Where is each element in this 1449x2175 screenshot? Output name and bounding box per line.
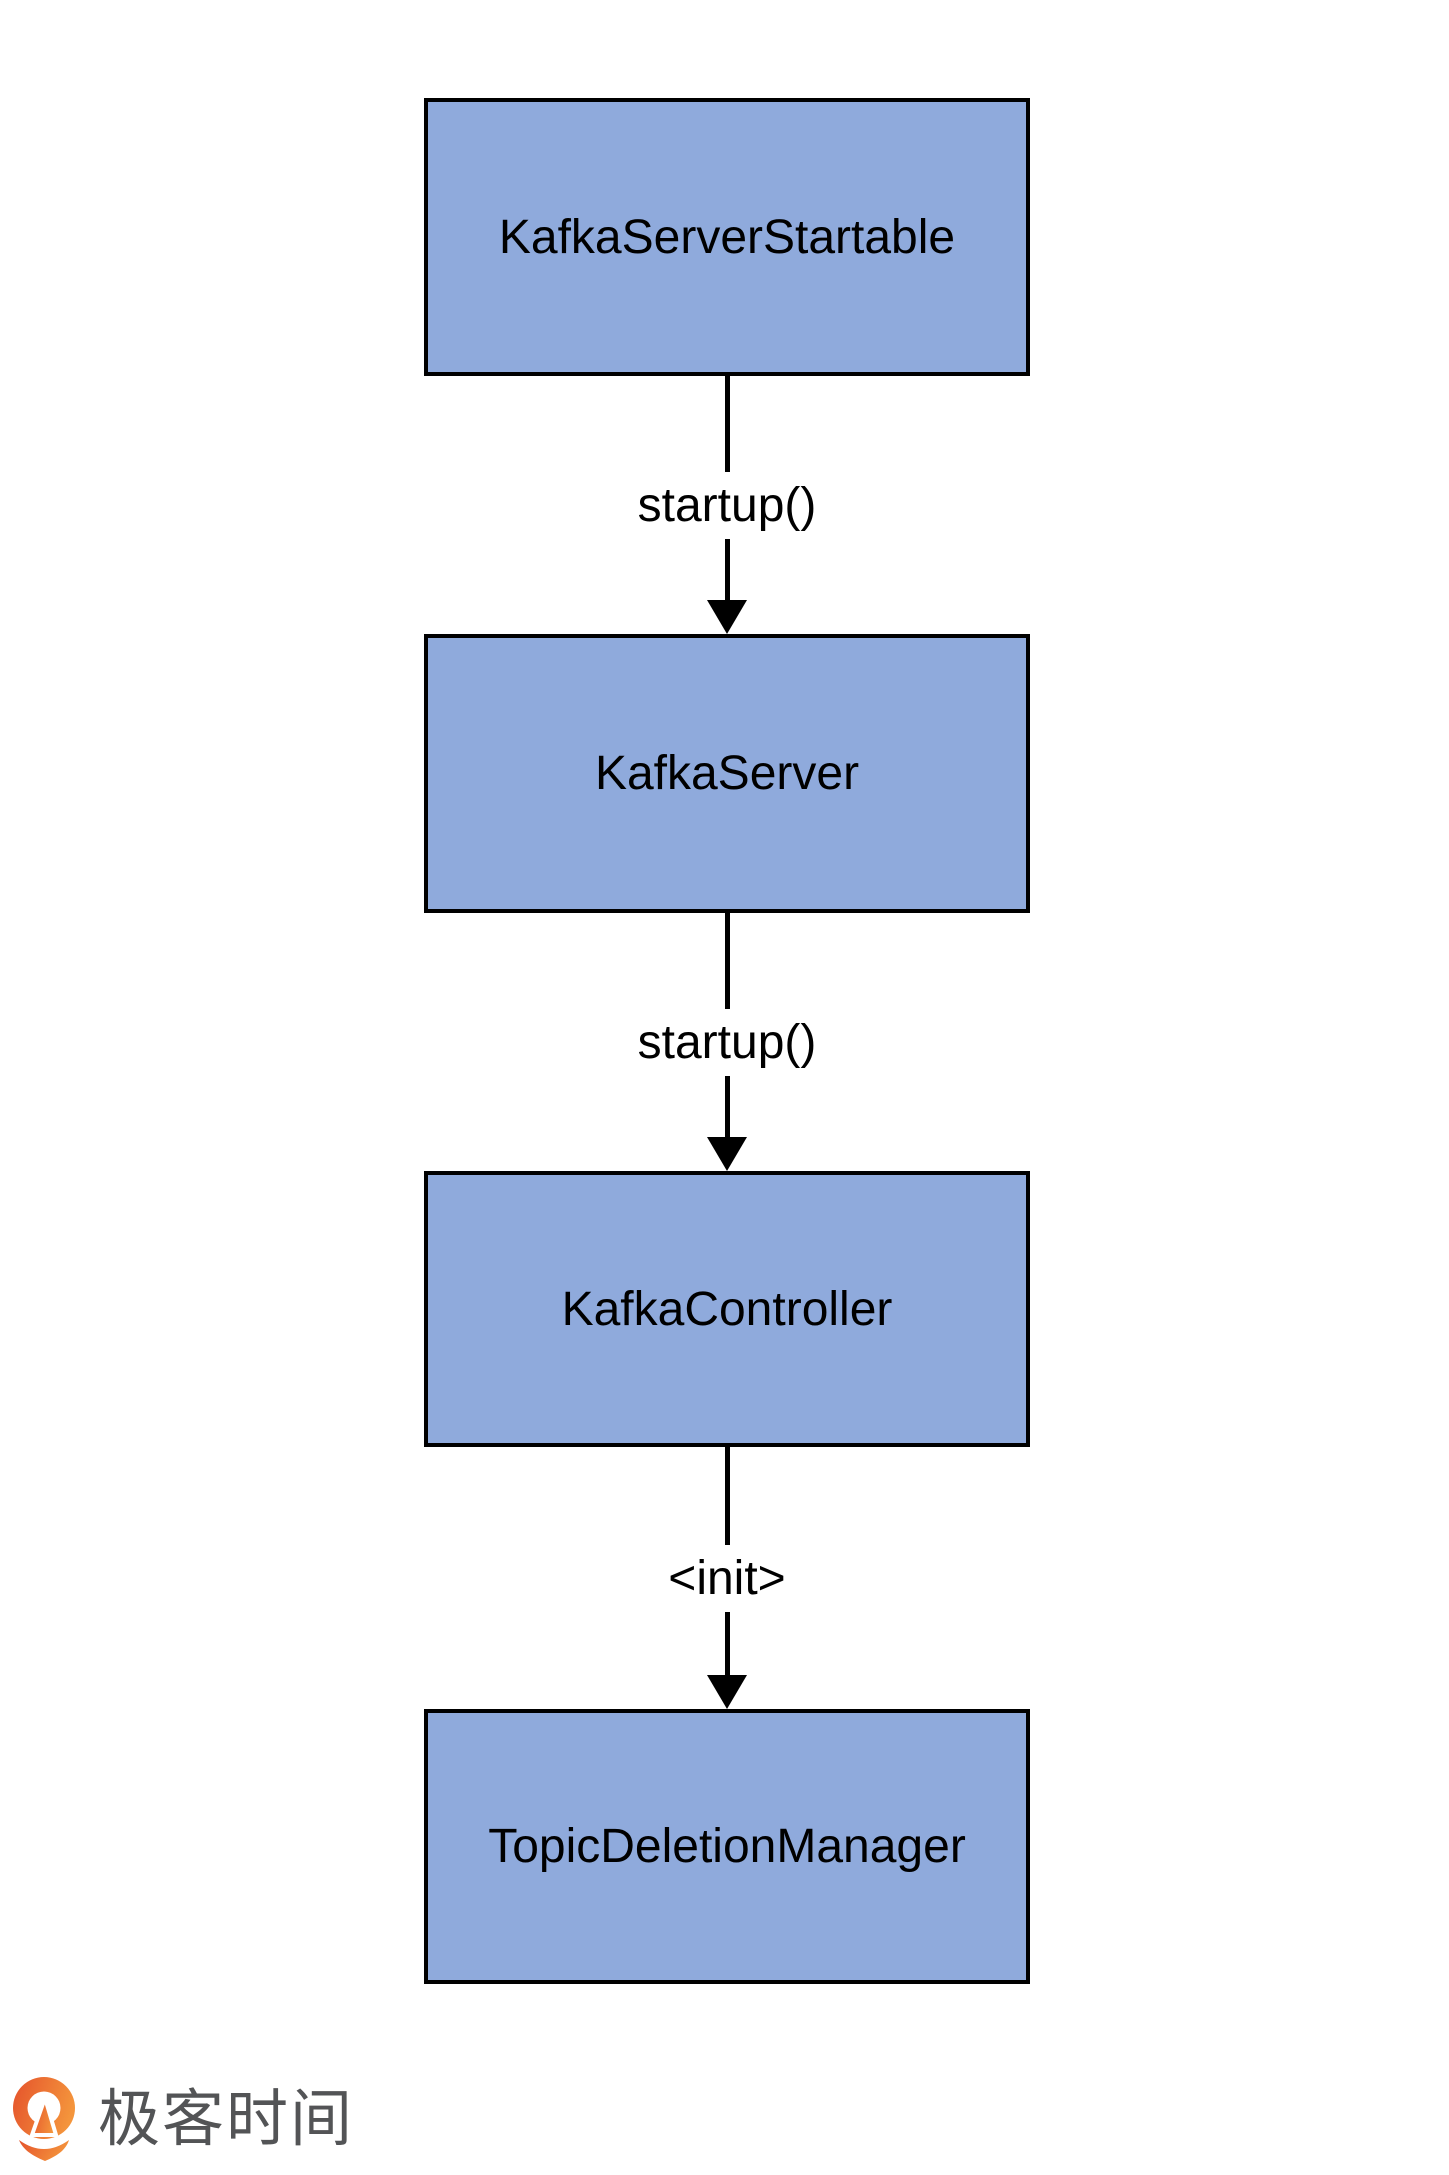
edge-line-bottom xyxy=(577,1075,877,1171)
edge-controller-to-topicdeletionmanager: <init> xyxy=(577,1447,877,1709)
edge-line xyxy=(724,1447,730,1545)
edge-line-top xyxy=(577,1447,877,1545)
edge-label: startup() xyxy=(637,1015,817,1069)
edge-label: <init> xyxy=(668,1551,786,1605)
edge-server-to-controller: startup() xyxy=(577,913,877,1171)
edge-line-top xyxy=(577,376,877,472)
edge-line-top xyxy=(577,913,877,1009)
node-topicdeletionmanager: TopicDeletionManager xyxy=(424,1709,1030,1984)
edge-line xyxy=(724,1611,730,1675)
edge-startable-to-server: startup() xyxy=(577,376,877,634)
arrowhead-down-icon xyxy=(707,1675,747,1709)
arrowhead-down-icon xyxy=(707,1137,747,1171)
node-kafkacontroller: KafkaController xyxy=(424,1171,1030,1447)
node-label: KafkaServer xyxy=(594,747,860,800)
geektime-pin-icon xyxy=(13,2077,75,2161)
node-kafkaserver: KafkaServer xyxy=(424,634,1030,913)
geektime-logo-text: 极客时间 xyxy=(98,2085,355,2154)
edge-label: startup() xyxy=(637,478,817,532)
edge-line xyxy=(724,913,730,1009)
arrowhead-down-icon xyxy=(707,600,747,634)
node-label: KafkaServerStartable xyxy=(498,210,956,264)
edge-line xyxy=(724,1075,730,1137)
geektime-logo: 极客时间 xyxy=(12,2077,354,2163)
edge-line xyxy=(724,538,730,600)
node-label: TopicDeletionManager xyxy=(488,1820,966,1873)
edge-line-bottom xyxy=(577,1611,877,1709)
edge-line-bottom xyxy=(577,538,877,634)
edge-line xyxy=(724,376,730,472)
node-kafkaserverstartable: KafkaServerStartable xyxy=(424,98,1030,376)
node-label: KafkaController xyxy=(561,1282,893,1336)
